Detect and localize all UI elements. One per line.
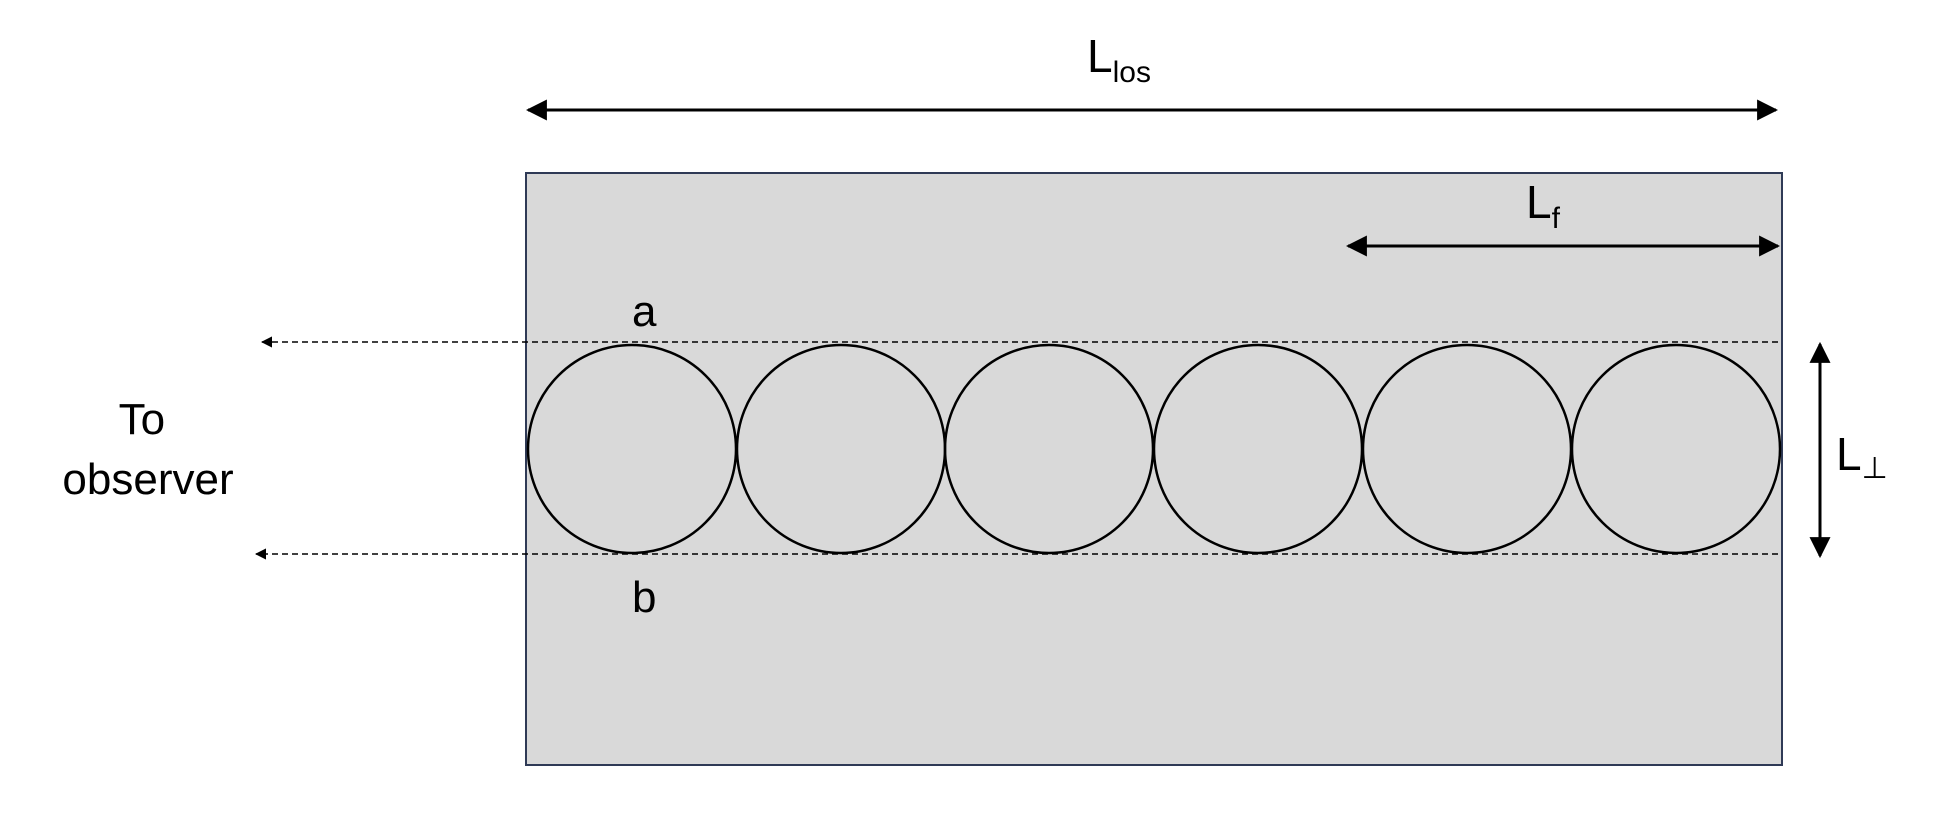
- label-b: b: [632, 573, 656, 622]
- label-a: a: [632, 287, 657, 336]
- slab-box: [525, 172, 1783, 766]
- l-perp-label: L⊥: [1836, 428, 1888, 485]
- observer-label-line1: To: [119, 395, 165, 444]
- observer-label-line2: observer: [62, 455, 233, 504]
- flux-tube-circle: [1570, 343, 1782, 555]
- observer-label: To observer: [62, 395, 233, 504]
- circle-row: [526, 343, 1782, 555]
- l-los-label: Llos: [1087, 30, 1151, 89]
- l-f-label: Lf: [1526, 176, 1561, 235]
